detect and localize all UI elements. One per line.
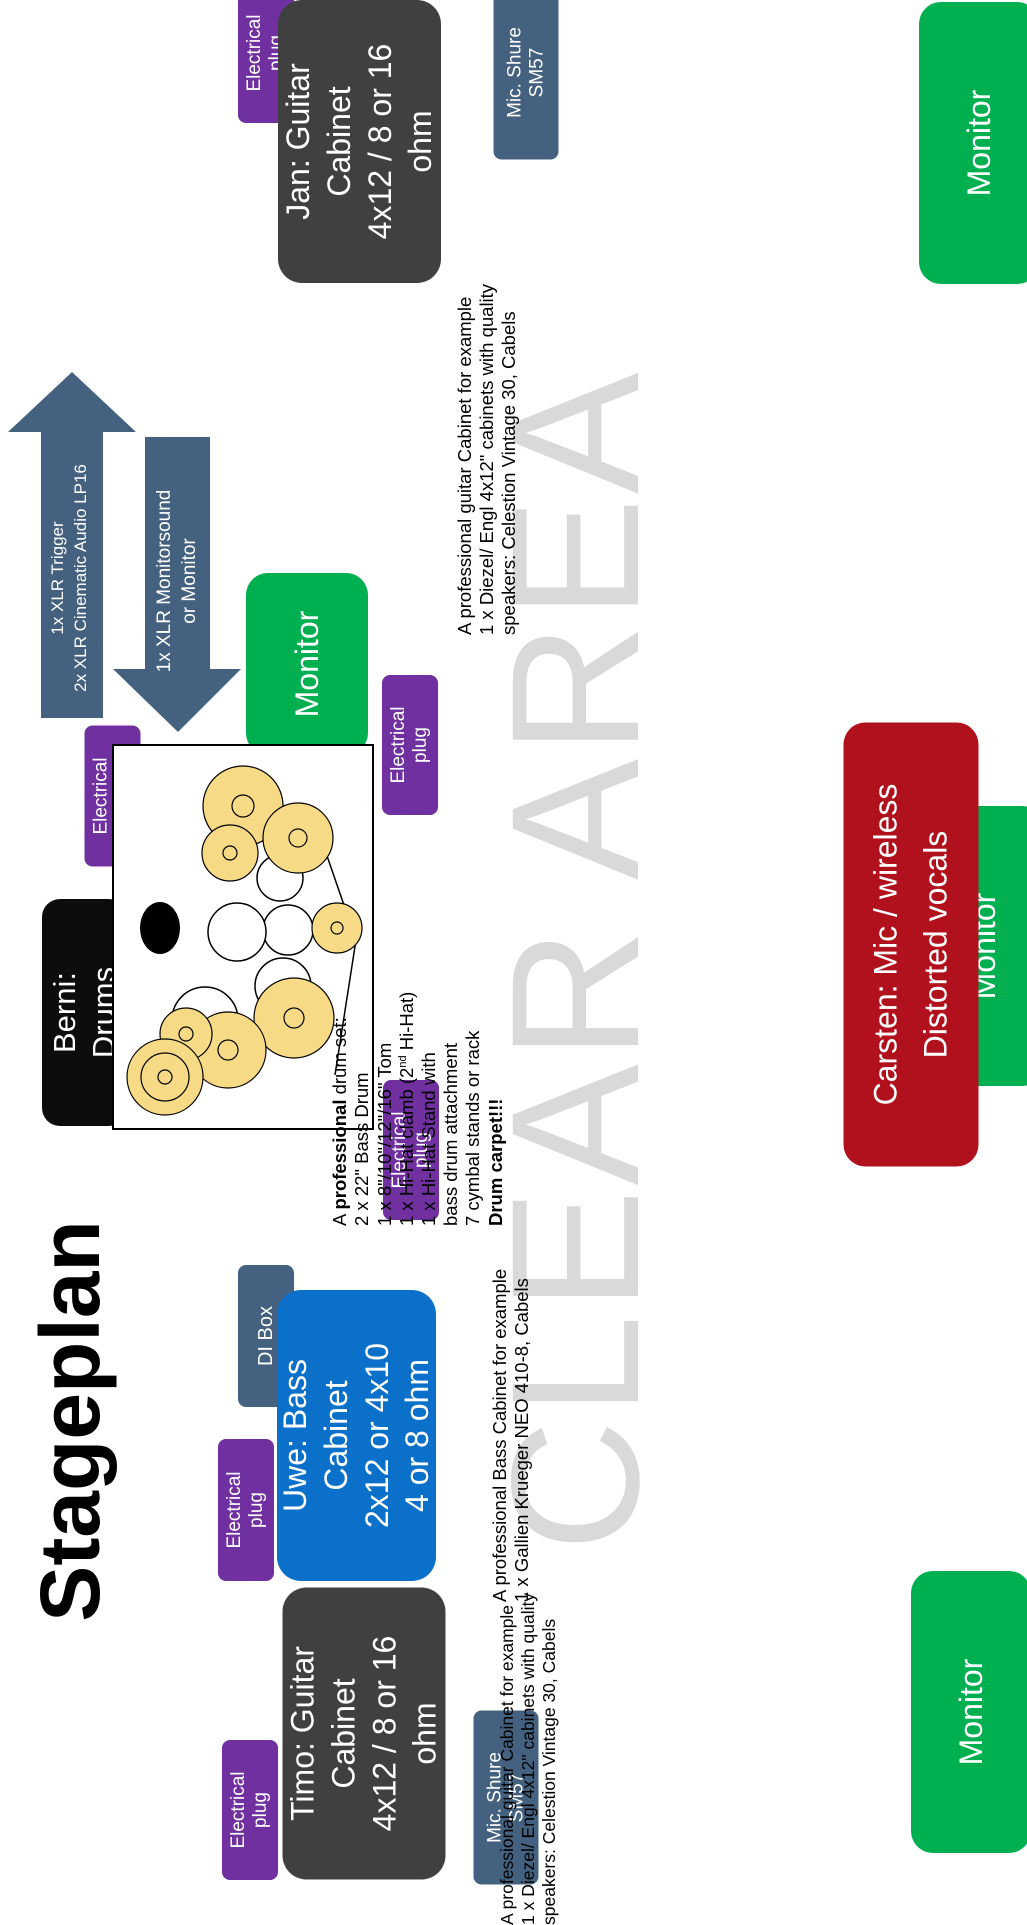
drums-plug-top-label: Electrical plug [90, 757, 134, 835]
drum-note-line2: 2 x 22" Bass Drum [351, 1072, 373, 1226]
drum-stool [140, 902, 180, 954]
xlr-out-line1: 1x XLR Trigger [48, 521, 68, 635]
drum-set-note: A professional drum set: 2 x 22" Bass Dr… [310, 806, 526, 1226]
page-title: Stageplan [22, 1220, 117, 1622]
drum-note-line8: Drum carpet!!! [484, 1098, 506, 1226]
timo-plug-label: Electrical plug [228, 1771, 271, 1849]
monitor-center: Monitor [246, 573, 368, 755]
tom-1 [256, 854, 304, 902]
xlr-out-line2: 2x XLR Cinematic Audio LP16 [71, 464, 90, 692]
cymbal-7-bell [157, 1069, 173, 1085]
floor-tom [254, 957, 312, 1015]
drums-label-line1: Berni: [46, 972, 82, 1053]
timo-cabinet-line3: 4x12 / 8 or 16 [366, 1635, 402, 1832]
cymbal-7 [126, 1038, 204, 1116]
cymbal-6-bell [178, 1026, 194, 1042]
cymbal-2 [201, 824, 259, 882]
cymbal-5 [189, 1011, 267, 1089]
timo-electrical-plug: Electrical plug [222, 1740, 278, 1880]
drum-note-line5: 1 x Hi-Hat Stand with [418, 1052, 439, 1226]
cymbal-1-bell [231, 794, 255, 818]
xlr-in-arrow-label: 1x XLR Monitorsound or Monitor [150, 461, 206, 701]
jan-guitar-note: A professional guitar Cabinet for exampl… [437, 205, 537, 635]
timo-note-line2: 1 x Diezel/ Engl 4x12" cabinets with qua… [517, 1592, 538, 1925]
bass-drum-2 [171, 986, 239, 1054]
xlr-in-line1: 1x XLR Monitorsound [154, 489, 176, 673]
timo-guitar-cabinet: Timo: Guitar Cabinet 4x12 / 8 or 16 ohm [282, 1587, 446, 1880]
jan-note-line3: speakers: Celestion Vintage 30, Cabels [498, 311, 520, 635]
jan-mic-label: Mic. Shure SM57 [504, 27, 547, 118]
drum-note-line6: bass drum attachment [440, 1042, 462, 1226]
bass-plug-label: Electrical plug [224, 1471, 267, 1549]
jan-cabinet-line3: 4x12 / 8 or 16 [361, 43, 398, 240]
jan-cabinet-line4: ohm [402, 110, 439, 173]
bass-drum-1 [207, 902, 267, 962]
bass-electrical-plug: Electrical plug [218, 1439, 274, 1581]
uwe-cabinet-line3: 2x12 or 4x10 [358, 1343, 395, 1529]
cymbal-2-bell [222, 845, 238, 861]
drum-note-line3: 1 x 8"/10"/12"/16" Tom [373, 1042, 395, 1226]
drums-plug-top: Electrical plug [84, 725, 141, 867]
cymbal-4-bell [283, 1007, 305, 1029]
vocals-line2: Distorted vocals [917, 830, 953, 1059]
timo-cabinet-line4: ohm [406, 1702, 443, 1765]
vocals-line1: Carsten: Mic / wireless [867, 783, 904, 1106]
uwe-cabinet-line4: 4 or 8 ohm [399, 1359, 436, 1512]
jan-cabinet-line2: Cabinet [320, 86, 357, 197]
monitor-top-right: Monitor [919, 2, 1027, 284]
cymbal-7-inner [140, 1052, 190, 1102]
jan-note-line2: 1 x Diezel/ Engl 4x12" cabinets with qua… [475, 283, 497, 635]
timo-note-line3: speakers: Celestion Vintage 30, Cabels [538, 1618, 559, 1925]
cymbal-5-bell [217, 1039, 239, 1061]
drums-plug-right-label: Electrical plug [388, 706, 431, 784]
vocals-block: Carsten: Mic / wireless Distorted vocals [843, 722, 979, 1167]
tom-2 [262, 904, 314, 956]
xlr-in-line2: or Monitor [179, 538, 200, 624]
jan-mic-sm57: Mic. Shure SM57 [493, 0, 559, 160]
timo-cabinet-line1: Timo: Guitar [284, 1646, 321, 1821]
drum-note-line4: 1 x Hi-Hat clamb (2nd Hi-Hat) [395, 991, 417, 1226]
cymbal-3-bell [288, 828, 308, 848]
uwe-cabinet-line1: Uwe: Bass [276, 1359, 313, 1512]
drums-label-line2: Drums [85, 966, 121, 1059]
monitor-bottom-right: Monitor [911, 1571, 1027, 1853]
jan-guitar-cabinet: Jan: Guitar Cabinet 4x12 / 8 or 16 ohm [278, 0, 441, 283]
timo-guitar-note: A professional guitar Cabinet for exampl… [485, 1523, 571, 1925]
timo-cabinet-line2: Cabinet [325, 1678, 362, 1789]
cymbal-6 [159, 1007, 213, 1061]
jan-note-line1: A professional guitar Cabinet for exampl… [453, 296, 475, 635]
timo-note-line1: A professional guitar Cabinet for exampl… [496, 1604, 517, 1925]
uwe-cabinet-line2: Cabinet [317, 1380, 354, 1491]
xlr-out-arrow-label: 1x XLR Trigger 2x XLR Cinematic Audio LP… [40, 438, 100, 718]
drum-note-line7: 7 cymbal stands or rack [462, 1030, 484, 1226]
uwe-bass-cabinet: Uwe: Bass Cabinet 2x12 or 4x10 4 or 8 oh… [277, 1290, 436, 1581]
drums-label: Berni: Drums [42, 899, 127, 1126]
cymbal-1 [202, 765, 284, 847]
drums-plug-right: Electrical plug [382, 675, 438, 815]
jan-cabinet-line1: Jan: Guitar [279, 63, 316, 220]
drum-note-line1: A professional drum set: [329, 1017, 351, 1226]
